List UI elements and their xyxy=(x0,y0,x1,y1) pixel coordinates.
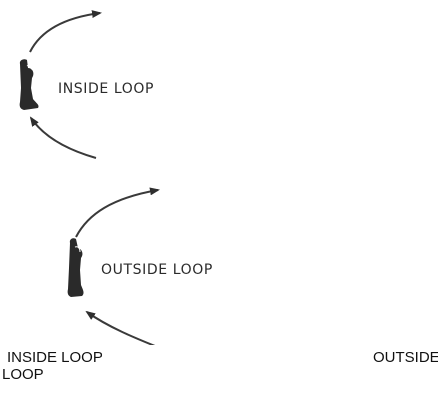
outside-loop-lower-arrow xyxy=(85,310,156,345)
loop-diagram-drawing xyxy=(19,10,160,345)
figure-caption: INSIDE LOOP OUTSIDE LOOP xyxy=(0,345,438,416)
inside-loop-diagram-label: INSIDE LOOP xyxy=(58,81,155,97)
outside-loop-figure xyxy=(67,238,84,297)
caption-outside-loop-line2: LOOP xyxy=(2,366,44,383)
outside-loop-upper-arrow xyxy=(75,187,160,238)
outside-loop-diagram-label: OUTSIDE LOOP xyxy=(101,262,213,278)
loop-diagram: INSIDE LOOP OUTSIDE LOOP xyxy=(19,10,213,345)
inside-loop-lower-arrow xyxy=(29,116,97,159)
caption-inside-loop: INSIDE LOOP xyxy=(7,349,103,366)
inside-loop-figure xyxy=(19,59,39,110)
inside-loop-upper-arrow xyxy=(29,10,102,53)
caption-outside-loop-line1: OUTSIDE xyxy=(373,349,438,366)
